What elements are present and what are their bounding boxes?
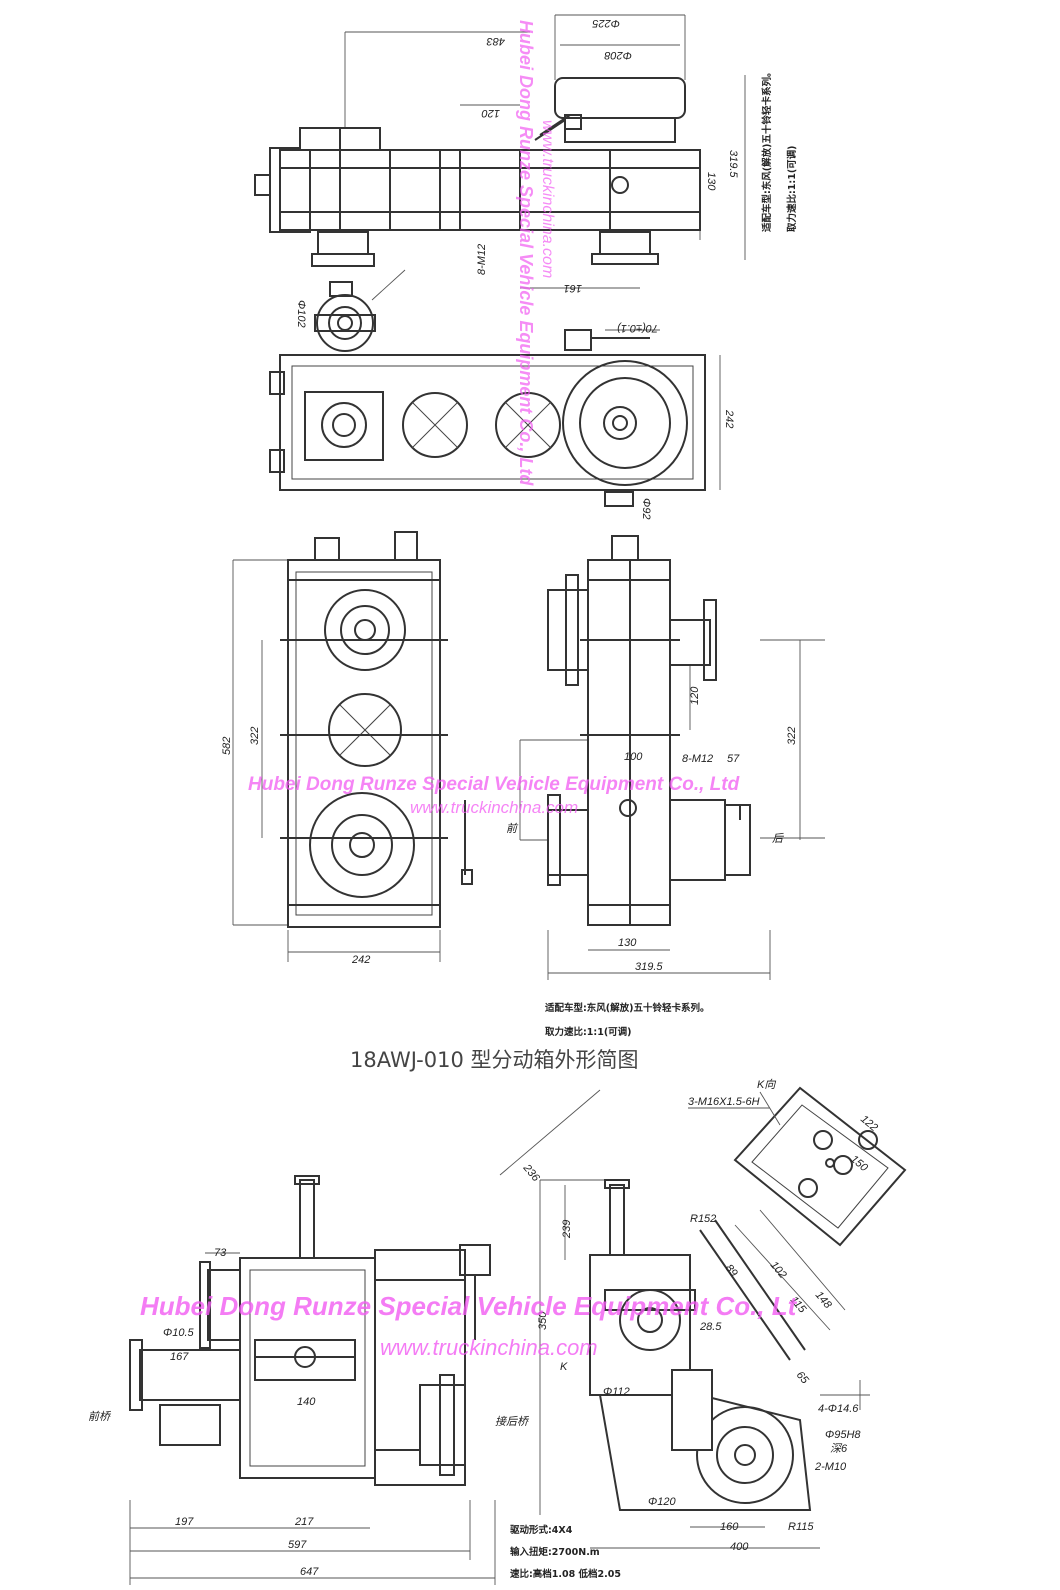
dim-120: 120 xyxy=(481,107,500,119)
dim-d208: Φ208 xyxy=(604,49,632,61)
dim-483: 483 xyxy=(486,35,505,47)
dim-322-right: 322 xyxy=(786,727,798,745)
watermark-bottom-website: www.truckinchina.com xyxy=(380,1335,598,1360)
dim-100-mid: 100 xyxy=(624,751,643,763)
dim-120-mid: 120 xyxy=(689,686,701,705)
label-front-mid: 前 xyxy=(506,822,519,835)
flange-detail xyxy=(314,269,406,352)
dim-242-top: 242 xyxy=(723,409,735,428)
dim-k: K xyxy=(560,1361,568,1373)
dim-d102: Φ102 xyxy=(295,300,307,328)
dim-r115: R115 xyxy=(788,1521,814,1533)
dim-148: 148 xyxy=(813,1289,835,1311)
top-elevation-view xyxy=(254,14,746,289)
top-plan-view xyxy=(269,329,721,507)
dim-597: 597 xyxy=(288,1539,307,1551)
label-back-mid: 后 xyxy=(772,832,785,845)
middle-side-view xyxy=(519,535,825,980)
watermark-bottom-company: Hubei Dong Runze Special Vehicle Equipme… xyxy=(140,1291,798,1321)
watermark-middle-company: Hubei Dong Runze Special Vehicle Equipme… xyxy=(248,774,740,795)
middle-front-view xyxy=(232,531,473,962)
dim-160: 160 xyxy=(720,1521,739,1533)
bottom-left-assembly-view xyxy=(129,1175,496,1585)
dim-4-d14-6: 4-Φ14.6 xyxy=(818,1403,859,1415)
dim-167: 167 xyxy=(170,1351,189,1363)
dim-130: 130 xyxy=(705,172,717,191)
dim-d95h8: Φ95H8 xyxy=(825,1429,861,1441)
dim-57: 57 xyxy=(727,753,740,765)
label-front-axle: 前桥 xyxy=(88,1410,112,1423)
watermark-vertical-website: www.truckinchina.com xyxy=(539,120,556,278)
dim-r152: R152 xyxy=(690,1213,716,1225)
label-rear-axle: 接后桥 xyxy=(495,1415,530,1428)
dim-d112: Φ112 xyxy=(603,1386,630,1398)
dim-319-5-mid: 319.5 xyxy=(635,961,663,973)
dim-647: 647 xyxy=(300,1566,319,1578)
watermark-middle-website: www.truckinchina.com xyxy=(410,798,578,817)
dim-239: 239 xyxy=(561,1220,573,1239)
dim-242-mid: 242 xyxy=(351,954,370,966)
bottom-right-side-view xyxy=(499,1089,870,1549)
top-note-1: 适配车型:东风(解放)五十铃轻卡系列。 xyxy=(761,68,773,232)
dim-28-5: 28.5 xyxy=(699,1321,722,1333)
dim-depth6: 深6 xyxy=(830,1442,848,1455)
dim-122: 122 xyxy=(858,1113,880,1134)
middle-note-2: 取力速比:1:1(可调) xyxy=(545,1026,632,1038)
dim-d225: Φ225 xyxy=(592,17,620,29)
dim-3-m16: 3-M16X1.5-6H xyxy=(688,1096,760,1108)
dim-322-left: 322 xyxy=(249,727,261,745)
dim-236: 236 xyxy=(520,1161,542,1184)
dim-140: 140 xyxy=(297,1396,316,1408)
dim-8-m12: 8-M12 xyxy=(476,244,488,275)
dim-582: 582 xyxy=(221,737,233,755)
dim-8-m12-mid: 8-M12 xyxy=(682,753,713,765)
watermark-vertical-company: Hubei Dong Runze Special Vehicle Equipme… xyxy=(516,20,536,486)
dim-65: 65 xyxy=(794,1369,812,1387)
k-direction-view xyxy=(688,1086,907,1247)
top-note-2: 取力速比:1:1(可调) xyxy=(786,145,798,232)
dim-197: 197 xyxy=(175,1516,194,1528)
dim-319-5: 319.5 xyxy=(727,150,739,178)
dim-2-m10: 2-M10 xyxy=(814,1461,847,1473)
drawing-title: 18AWJ-010 型分动箱外形简图 xyxy=(350,1048,638,1072)
dim-d120: Φ120 xyxy=(648,1496,676,1508)
middle-note-1: 适配车型:东风(解放)五十铃轻卡系列。 xyxy=(545,1002,709,1014)
dim-d10-5: Φ10.5 xyxy=(163,1327,194,1339)
dim-102: 102 xyxy=(768,1259,789,1281)
dim-73: 73 xyxy=(214,1247,227,1259)
dim-400: 400 xyxy=(730,1541,749,1553)
spec-drive: 驱动形式:4X4 xyxy=(510,1524,573,1536)
dim-130-mid: 130 xyxy=(618,937,637,949)
dim-350: 350 xyxy=(537,1311,549,1330)
spec-torque: 输入扭矩:2700N.m xyxy=(510,1546,600,1558)
dim-217: 217 xyxy=(294,1516,314,1528)
spec-ratio: 速比:高档1.08 低档2.05 xyxy=(510,1568,621,1580)
dim-d92: Φ92 xyxy=(640,498,652,519)
dim-70: 70(±0.1) xyxy=(617,322,658,334)
dim-161: 161 xyxy=(564,282,582,294)
label-k-view: K向 xyxy=(757,1078,776,1091)
